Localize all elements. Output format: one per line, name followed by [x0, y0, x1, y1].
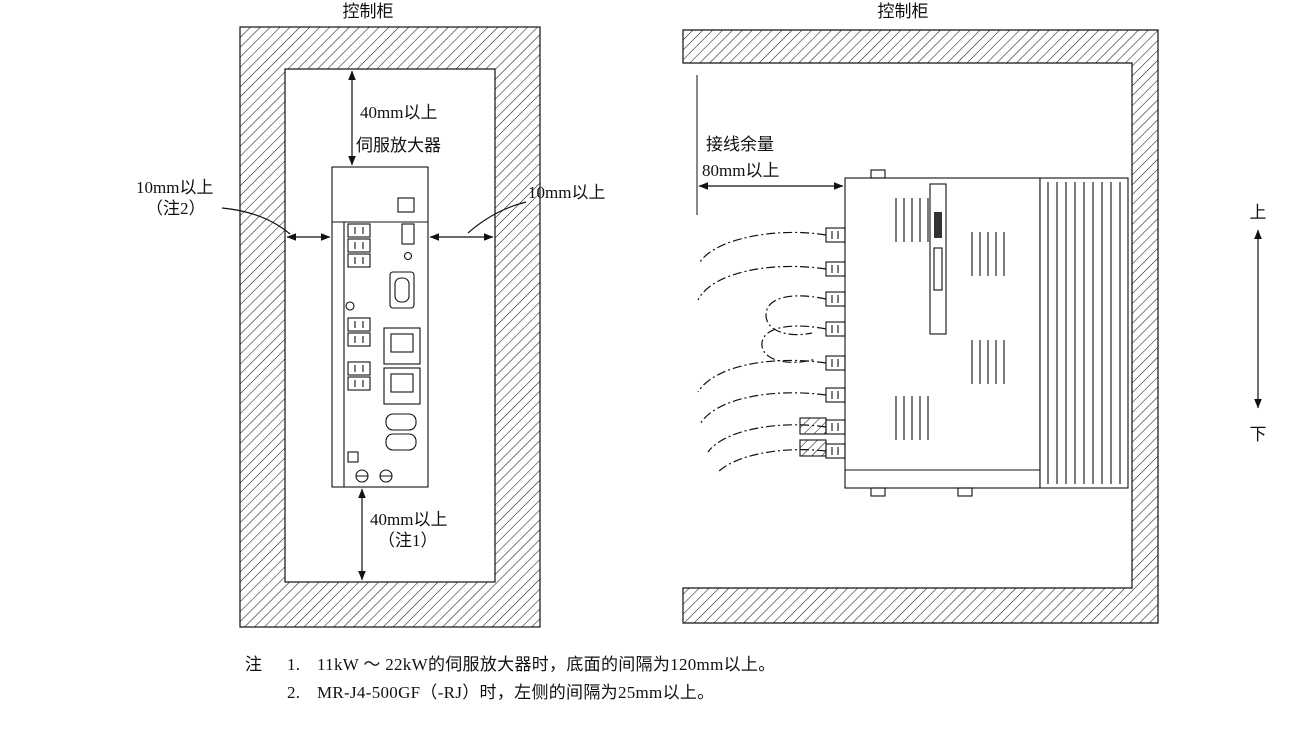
note-1-number: 1. — [287, 655, 301, 674]
vent-slits-1 — [895, 198, 929, 242]
cable-5 — [697, 359, 827, 393]
dsub-connector — [389, 271, 415, 309]
note-row-1: 注 1. 11kW ～ 22kW的伺服放大器时，底面的间隔为120mm以上。 — [245, 651, 776, 679]
vent-slits-3 — [971, 232, 1005, 276]
cable-6 — [699, 392, 827, 425]
cable-3 — [765, 295, 827, 336]
left-clearance-note-label: （注2） — [146, 199, 206, 218]
right-label-leader-line — [467, 201, 527, 234]
left-cabinet-title: 控制柜 — [343, 2, 394, 21]
right-cabinet-wall — [682, 29, 1159, 624]
top-clearance-label: 40mm以上 — [360, 103, 437, 122]
wiring-allowance-label: 接线余量 — [706, 135, 774, 154]
bottom-clearance-note-label: （注1） — [378, 531, 438, 550]
note-1-text: 11kW ～ 22kW的伺服放大器时，底面的间隔为120mm以上。 — [317, 655, 776, 674]
amplifier-label: 伺服放大器 — [356, 136, 441, 155]
servo-amplifier-front-view — [331, 166, 429, 488]
left-cabinet-wall — [239, 26, 541, 628]
up-label: 上 — [1250, 203, 1267, 222]
left-cabinet-diagram: 控制柜 — [136, 2, 605, 628]
note-prefix-spacer — [245, 679, 287, 707]
usb-connector-2 — [385, 433, 417, 451]
front-screw — [345, 301, 355, 311]
wiring-allowance-value: 80mm以上 — [702, 161, 779, 180]
cable-1 — [699, 231, 827, 263]
right-clearance-label: 10mm以上 — [528, 183, 605, 202]
usb-connector-1 — [385, 413, 417, 431]
left-cabinet-wall-hatch — [240, 27, 540, 627]
right-cabinet-title: 控制柜 — [878, 2, 929, 21]
cable-2 — [697, 265, 827, 301]
cables — [697, 231, 827, 474]
rj45-jack-2 — [383, 367, 421, 405]
note-row-2: 2. MR-J4-500GF（-RJ）时，左侧的间隔为25mm以上。 — [245, 679, 776, 707]
notes: 注 1. 11kW ～ 22kW的伺服放大器时，底面的间隔为120mm以上。 2… — [245, 651, 776, 707]
right-cabinet-diagram: 控制柜 — [682, 2, 1267, 624]
down-label: 下 — [1250, 425, 1267, 444]
side-body — [844, 177, 1041, 489]
cable-8 — [716, 449, 827, 474]
amplifier-body — [331, 166, 429, 488]
left-label-leader-line — [221, 207, 291, 235]
note-prefix: 注 — [245, 655, 263, 674]
servo-amplifier-side-view — [799, 169, 1129, 497]
heatsink-fins — [1047, 182, 1121, 484]
terminal-block-2 — [799, 439, 827, 457]
rj45-jack-1 — [383, 327, 421, 365]
vent-slits-4 — [971, 340, 1005, 384]
left-clearance-label: 10mm以上 — [136, 178, 213, 197]
left-dimension-arrows — [221, 70, 527, 581]
terminal-pins — [354, 227, 364, 387]
cable-4 — [761, 325, 827, 363]
left-cabinet-outer-edge — [239, 26, 541, 628]
left-cabinet-inner-edge — [284, 68, 496, 583]
connector-pins — [831, 231, 839, 455]
bottom-clearance-label: 40mm以上 — [370, 510, 447, 529]
right-dimension-arrows — [696, 75, 1262, 409]
cable-7 — [707, 424, 827, 453]
side-handle — [929, 183, 947, 335]
amplifier-display — [397, 197, 415, 213]
vent-slits-2 — [895, 396, 929, 440]
note-2-number: 2. — [287, 683, 301, 702]
note-2-text: MR-J4-500GF（-RJ）时，左侧的间隔为25mm以上。 — [317, 683, 715, 702]
